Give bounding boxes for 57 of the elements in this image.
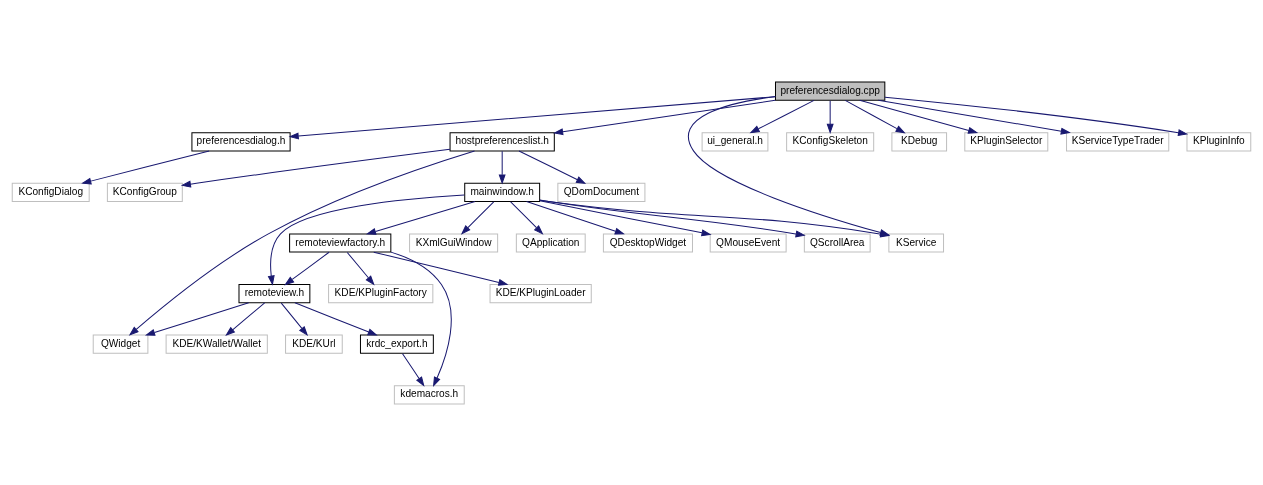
node-box: QApplication <box>515 232 586 253</box>
node-box: preferencesdialog.h <box>191 131 291 151</box>
node-box: QScrollArea <box>803 232 871 253</box>
arrow <box>373 251 509 286</box>
node-box: KDE/KWallet/Wallet <box>165 334 268 354</box>
arrow <box>180 148 451 188</box>
node-box: hostpreferenceslist.h <box>449 131 555 151</box>
arrow <box>539 199 712 236</box>
node-box: KDE/KPluginFactory <box>328 283 434 303</box>
arrow <box>844 99 906 133</box>
node-box: QWidget <box>92 334 149 354</box>
node-box: remoteviewfactory.h <box>289 232 392 253</box>
arrow <box>884 96 1189 136</box>
node-box: KDebug <box>891 131 948 151</box>
arrow <box>284 251 330 285</box>
arrow <box>749 99 815 133</box>
arrow <box>346 251 375 285</box>
arrow <box>288 95 776 140</box>
node-box: kdemacros.h <box>393 384 465 404</box>
node-box: KServiceTypeTrader <box>1066 131 1170 151</box>
node-box: krdc_export.h <box>359 334 434 354</box>
node-box: QDesktopWidget <box>602 232 693 253</box>
arrow <box>526 200 625 234</box>
arrow <box>294 301 378 336</box>
node-box: KConfigDialog <box>11 182 90 202</box>
arrow <box>225 301 266 336</box>
node-box: preferencesdialog.cpp <box>775 81 886 101</box>
arrow <box>859 99 979 134</box>
node-box: KPluginSelector <box>964 131 1049 151</box>
node-box: ui_general.h <box>701 131 769 151</box>
arrow <box>877 99 1071 135</box>
arrow <box>460 200 495 235</box>
arrow <box>365 200 476 235</box>
node-box: KConfigGroup <box>106 182 183 202</box>
arrow <box>128 149 475 336</box>
arrow <box>510 200 544 235</box>
arrow <box>518 150 587 184</box>
arrow <box>81 149 210 184</box>
node-box: QMouseEvent <box>709 232 787 253</box>
arrow <box>280 302 309 336</box>
node-box: KDE/KUrl <box>285 334 343 354</box>
arrow <box>539 199 806 237</box>
node-box: KService <box>888 232 945 253</box>
arrow <box>553 99 776 135</box>
arrow <box>390 251 452 387</box>
node-box: QDomDocument <box>557 182 646 202</box>
arrow <box>144 301 250 336</box>
node-box: KDE/KPluginLoader <box>489 283 592 303</box>
arrow <box>267 194 465 286</box>
node-box: KConfigSkeleton <box>786 131 875 151</box>
node-box: mainwindow.h <box>464 182 541 202</box>
arrow <box>402 352 425 387</box>
node-box: KXmlGuiWindow <box>409 232 499 253</box>
node-box: remoteview.h <box>238 283 311 303</box>
arrow <box>498 150 506 185</box>
node-box: KPluginInfo <box>1186 131 1252 151</box>
arrow <box>826 99 834 134</box>
